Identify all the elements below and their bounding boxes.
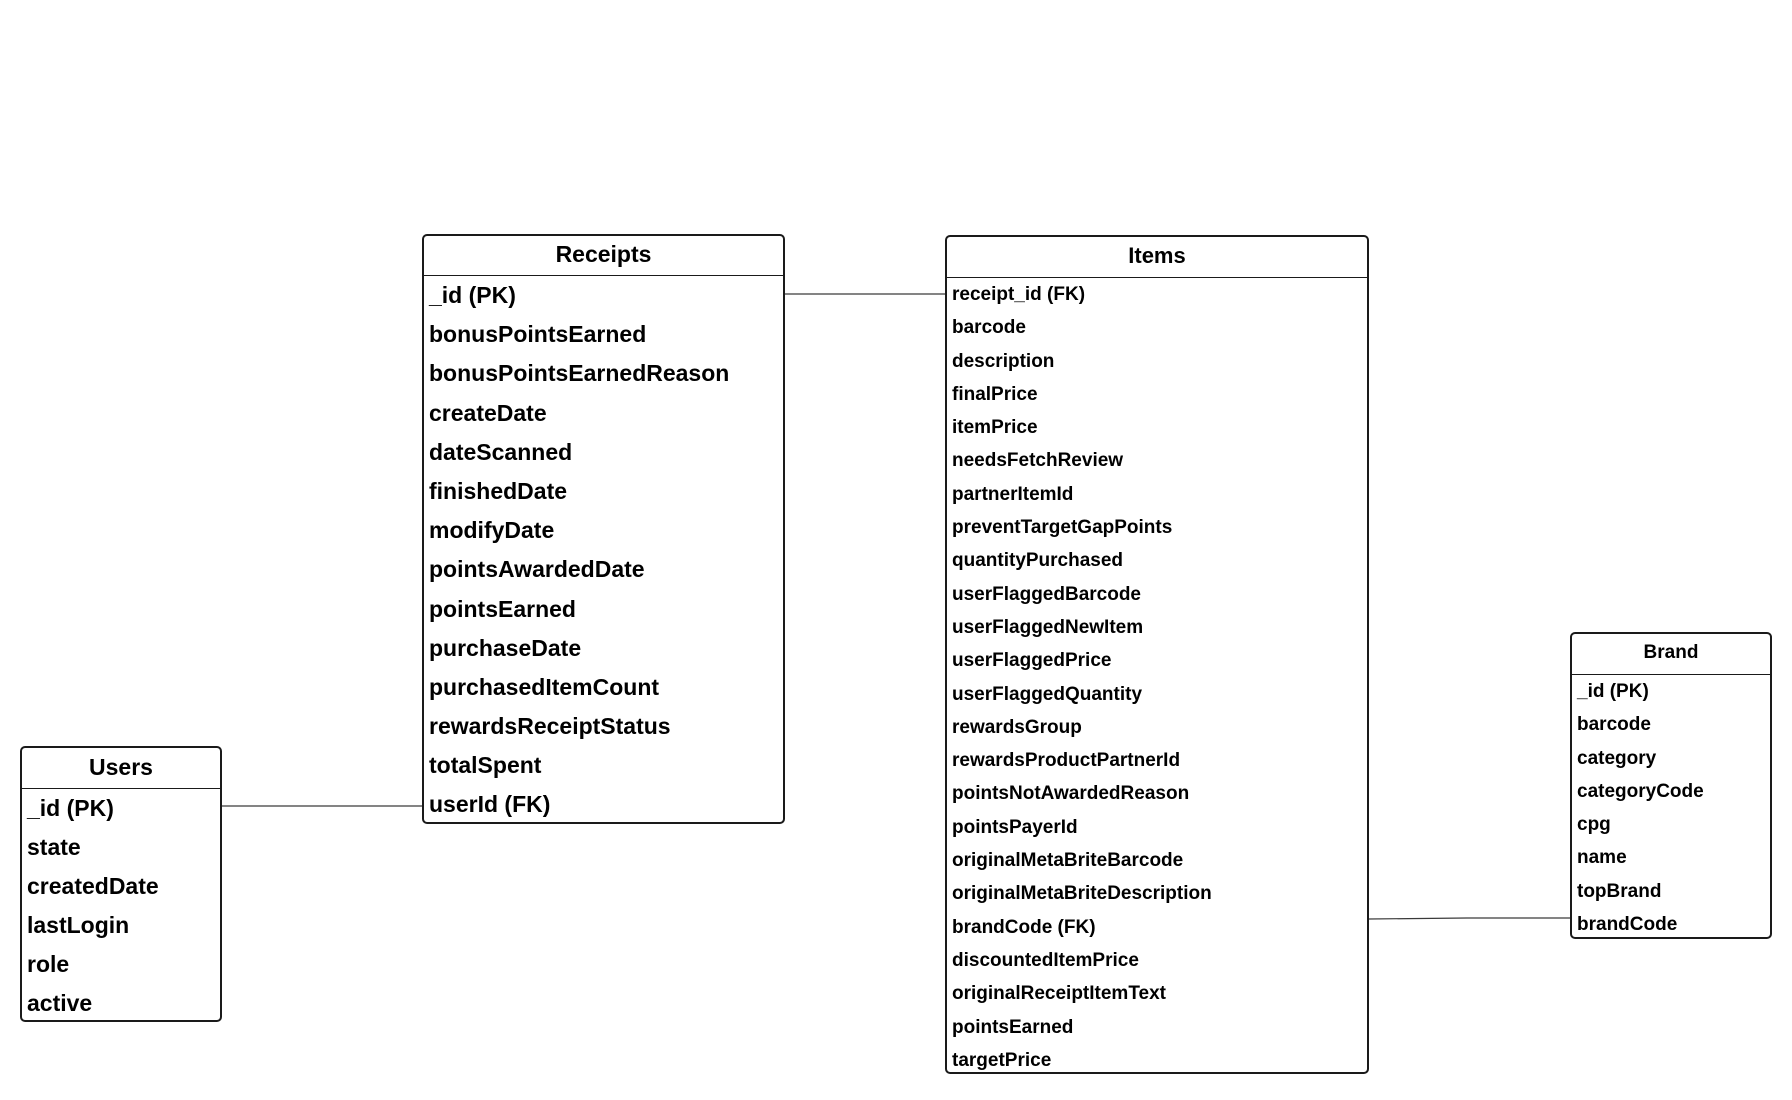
entity-field: preventTargetGapPoints (952, 517, 1173, 539)
entity-title: Brand (1572, 634, 1770, 675)
entity-field: bonusPointsEarnedReason (429, 360, 730, 387)
entity-field: totalSpent (429, 752, 542, 779)
entity-field: pointsPayerId (952, 816, 1078, 838)
entity-field: role (27, 951, 70, 977)
entity-field: createDate (429, 399, 547, 426)
entity-items[interactable]: Items receipt_id (FK) barcode descriptio… (945, 235, 1369, 1074)
entity-field: category (1577, 747, 1657, 769)
entity-field: pointsNotAwardedReason (952, 783, 1190, 805)
entity-field: userId (FK) (429, 791, 551, 818)
entity-field: barcode (1577, 714, 1651, 736)
entity-field: rewardsReceiptStatus (429, 713, 671, 740)
entity-field: active (27, 990, 93, 1016)
entity-field: cpg (1577, 814, 1611, 836)
entity-field: _id (PK) (429, 282, 516, 308)
entity-field: brandCode (FK) (952, 916, 1096, 938)
entity-field: modifyDate (429, 517, 555, 544)
entity-receipts[interactable]: Receipts _id (PK) bonusPointsEarned bonu… (422, 234, 785, 824)
entity-field: purchaseDate (429, 634, 582, 661)
connector-items-brand-a (1368, 917, 1468, 920)
entity-field: pointsAwardedDate (429, 556, 645, 583)
entity-field: quantityPurchased (952, 550, 1124, 572)
entity-users[interactable]: Users _id (PK) state createdDate lastLog… (20, 746, 222, 1022)
entity-field: description (952, 350, 1055, 372)
entity-field: finalPrice (952, 383, 1038, 405)
entity-field: itemPrice (952, 417, 1038, 439)
entity-field: originalReceiptItemText (952, 983, 1166, 1005)
entity-field: needsFetchReview (952, 450, 1124, 472)
entity-field: discountedItemPrice (952, 949, 1139, 971)
field-list: receipt_id (FK) barcode description fina… (947, 278, 1367, 1077)
entity-field: rewardsGroup (952, 716, 1082, 738)
entity-field: brandCode (1577, 914, 1678, 936)
entity-field: partnerItemId (952, 483, 1074, 505)
entity-title: Receipts (424, 236, 783, 276)
entity-field: purchasedItemCount (429, 673, 660, 700)
entity-field: pointsEarned (952, 1016, 1074, 1038)
entity-field: _id (PK) (27, 795, 114, 821)
field-list: _id (PK) barcode category categoryCode c… (1572, 675, 1770, 941)
entity-title: Items (947, 237, 1367, 278)
entity-title: Users (22, 748, 220, 789)
entity-field: state (27, 834, 81, 860)
entity-field: topBrand (1577, 880, 1662, 902)
field-list: _id (PK) state createdDate lastLogin rol… (22, 789, 220, 1023)
entity-field: userFlaggedPrice (952, 650, 1112, 672)
entity-field: originalMetaBriteDescription (952, 883, 1212, 905)
entity-field: receipt_id (FK) (952, 284, 1086, 305)
entity-field: targetPrice (952, 1049, 1052, 1071)
entity-field: categoryCode (1577, 780, 1704, 802)
entity-field: dateScanned (429, 438, 573, 465)
entity-field: name (1577, 847, 1627, 869)
entity-field: bonusPointsEarned (429, 321, 647, 348)
entity-field: userFlaggedBarcode (952, 583, 1141, 605)
entity-brand[interactable]: Brand _id (PK) barcode category category… (1570, 632, 1772, 939)
entity-field: rewardsProductPartnerId (952, 750, 1181, 772)
entity-field: pointsEarned (429, 595, 576, 622)
entity-field: finishedDate (429, 477, 568, 504)
field-list: _id (PK) bonusPointsEarned bonusPointsEa… (424, 276, 783, 825)
entity-field: createdDate (27, 873, 159, 899)
entity-field: userFlaggedNewItem (952, 616, 1144, 638)
entity-field: originalMetaBriteBarcode (952, 850, 1184, 872)
entity-field: barcode (952, 317, 1026, 339)
entity-field: _id (PK) (1577, 681, 1649, 702)
entity-field: lastLogin (27, 912, 130, 938)
entity-field: userFlaggedQuantity (952, 683, 1143, 705)
